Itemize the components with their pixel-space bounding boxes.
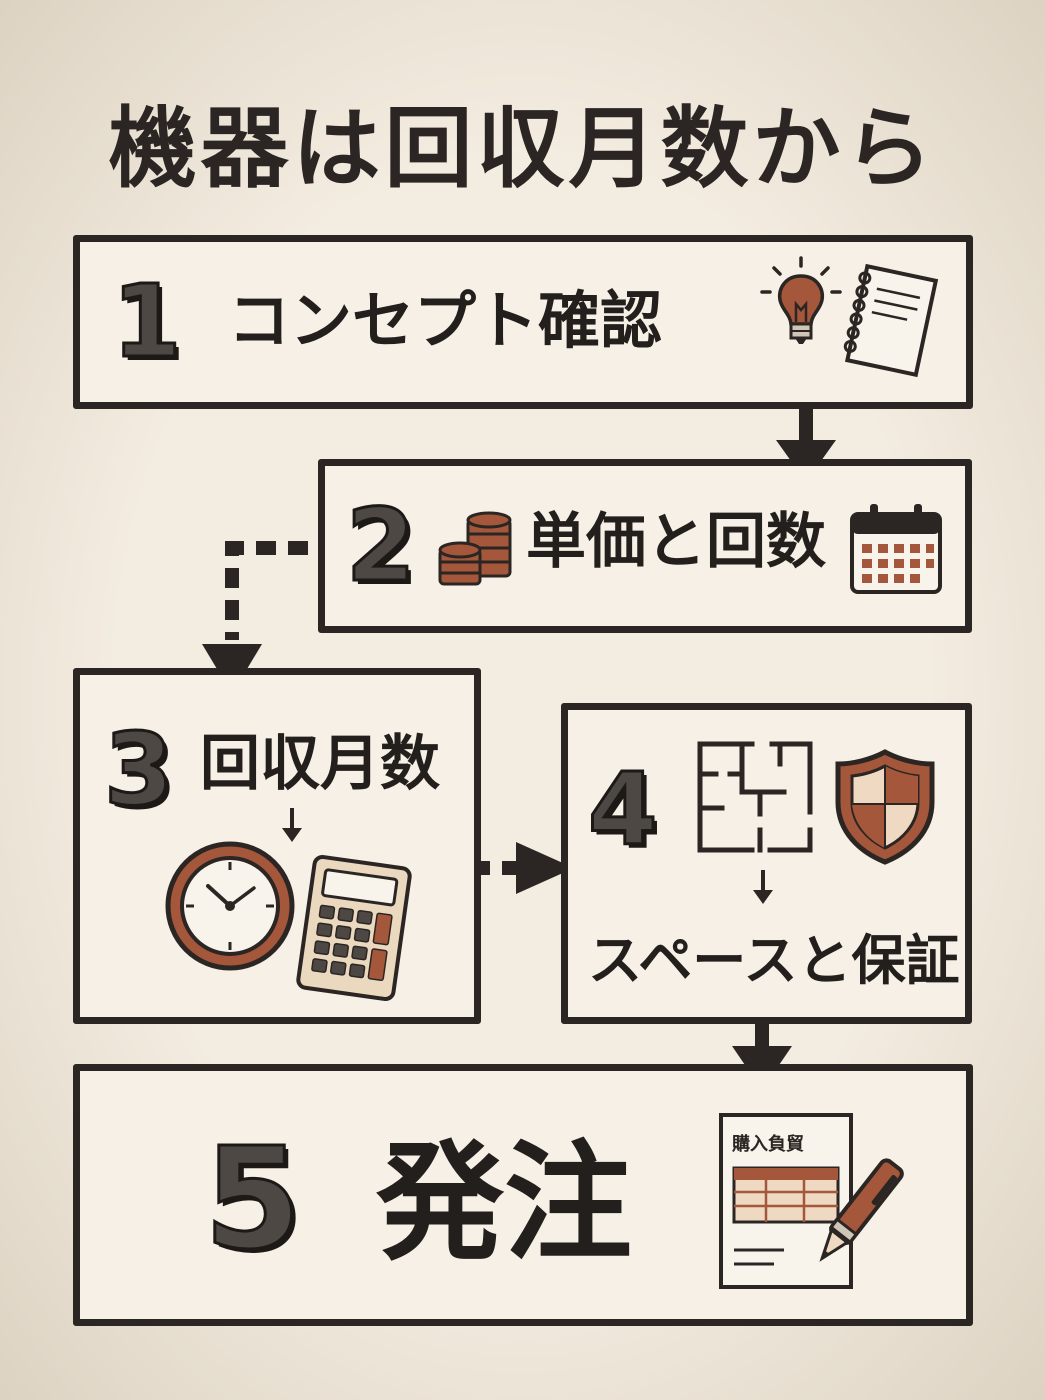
down-arrow-icon (753, 870, 773, 904)
step-2-number: 2 (345, 487, 418, 604)
order-form-icon: 購入負貿 (718, 1112, 854, 1290)
calculator-icon (296, 854, 412, 1002)
step-2-label: 単価と回数 (526, 507, 826, 577)
step-3-box (73, 668, 481, 1024)
step-1-number: 1 (111, 263, 184, 380)
step-4-number: 4 (587, 751, 660, 868)
page-title: 機器は回収月数から (108, 97, 937, 200)
step-5-number: 5 (202, 1118, 302, 1281)
step-3-label: 回収月数 (200, 729, 440, 799)
coins-icon (438, 511, 512, 586)
step-5-label: 発注 (376, 1129, 633, 1278)
shield-icon (835, 749, 935, 865)
step-4-box (561, 703, 972, 1024)
order-form-title: 購入負貿 (732, 1134, 804, 1155)
step-1-label: コンセプト確認 (228, 284, 663, 357)
step-4-label: スペースと保証 (588, 929, 960, 992)
step-3-number: 3 (103, 711, 176, 828)
notebook-icon (843, 264, 939, 378)
lightbulb-icon (760, 256, 842, 344)
pen-icon (819, 1158, 904, 1262)
arrow-3-to-4 (468, 842, 574, 894)
order-form-paper (719, 1113, 853, 1289)
down-arrow-icon (282, 808, 302, 842)
step-1-box (73, 235, 973, 409)
calendar-icon (850, 504, 942, 594)
step-2-box (318, 459, 972, 633)
floorplan-icon (697, 741, 813, 853)
clock-icon (165, 841, 295, 971)
